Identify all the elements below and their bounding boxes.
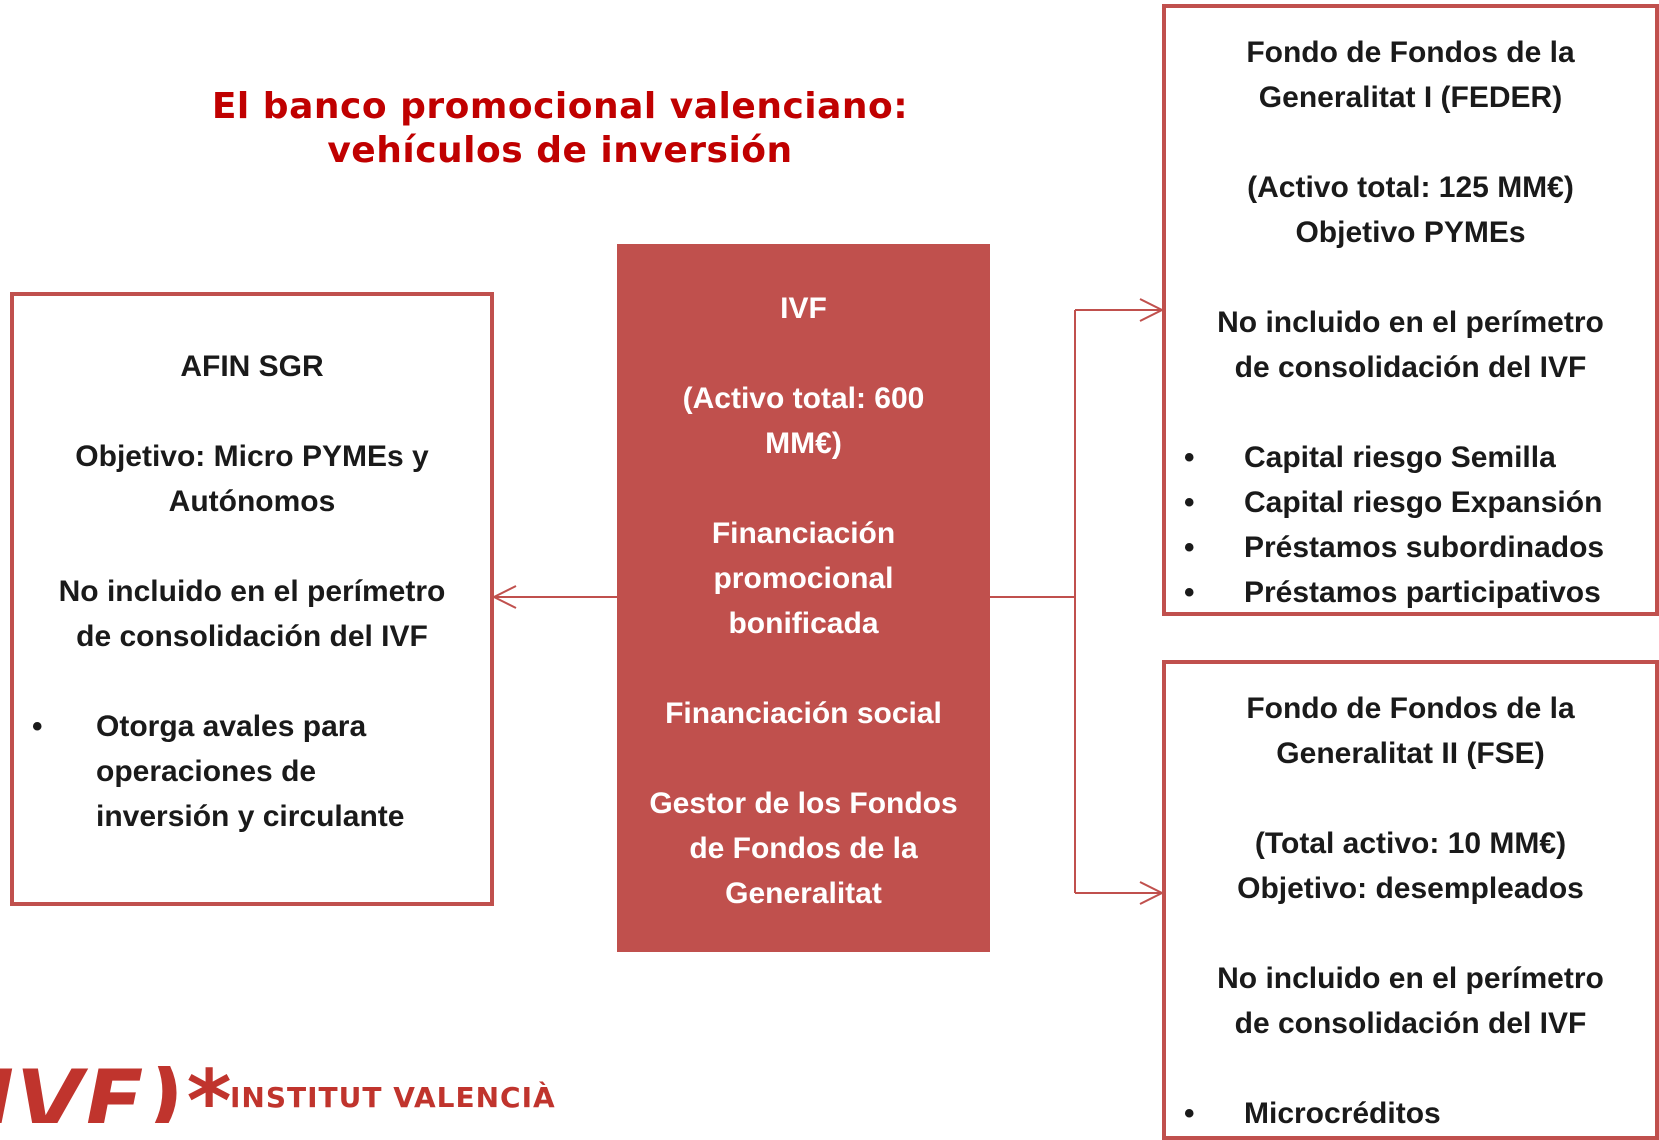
fdf1-name-line-2: Generalitat I (FEDER) xyxy=(1258,81,1563,114)
ivf-manager-line-2: de Fondos de la xyxy=(689,832,918,865)
afin-sgr-box: AFIN SGR Objetivo: Micro PYMEs y Autónom… xyxy=(10,292,494,906)
ivf-assets-line-1: (Activo total: 600 xyxy=(682,382,925,415)
logo-mark: IVF)* xyxy=(0,1065,234,1123)
ivf-manager-line-3: Generalitat xyxy=(725,877,882,910)
afin-objective-line-2: Autónomos xyxy=(168,485,336,518)
afin-bullet-line-1: Otorga avales para xyxy=(96,710,367,743)
ivf-fin-promo-line-1: Financiación xyxy=(711,517,896,550)
fdf2-perimeter-line-2: de consolidación del IVF xyxy=(1234,1007,1587,1040)
fdf2-name-line-2: Generalitat II (FSE) xyxy=(1276,737,1545,770)
fdf1-bullet-item: Capital riesgo Semilla xyxy=(1166,435,1655,480)
ivf-fin-social: Financiación social xyxy=(665,697,942,730)
arrowhead-afin xyxy=(491,585,517,609)
title-line-1: El banco promocional valenciano: xyxy=(211,86,909,127)
fdf2-perimeter-line-1: No incluido en el perímetro xyxy=(1217,962,1604,995)
fdf2-name-line-1: Fondo de Fondos de la xyxy=(1246,692,1575,725)
page-title: El banco promocional valenciano: vehícul… xyxy=(170,85,950,173)
afin-perimeter-line-2: de consolidación del IVF xyxy=(76,620,428,653)
afin-bullet-line-2: operaciones de xyxy=(96,755,317,788)
ivf-box: IVF (Activo total: 600 MM€) Financiación… xyxy=(617,244,990,952)
ivf-fin-promo-line-3: bonificada xyxy=(728,607,879,640)
fdf1-perimeter-line-1: No incluido en el perímetro xyxy=(1217,306,1604,339)
fdf1-objective: Objetivo PYMEs xyxy=(1295,216,1526,249)
afin-bullet-item: Otorga avales para operaciones de invers… xyxy=(14,704,490,839)
ivf-name: IVF xyxy=(780,292,827,325)
afin-name: AFIN SGR xyxy=(180,350,324,383)
fdf1-bullet-list: Capital riesgo Semilla Capital riesgo Ex… xyxy=(1166,435,1655,615)
fdf1-perimeter-line-2: de consolidación del IVF xyxy=(1234,351,1587,384)
fdf1-bullet-item: Préstamos participativos xyxy=(1166,570,1655,615)
ivf-manager-line-1: Gestor de los Fondos xyxy=(649,787,958,820)
logo-institute-name: INSTITUT VALENCIÀ xyxy=(230,1081,556,1114)
fondo-fondos-fse-box: Fondo de Fondos de la Generalitat II (FS… xyxy=(1162,660,1659,1140)
afin-bullet-list: Otorga avales para operaciones de invers… xyxy=(14,704,490,839)
afin-objective-line-1: Objetivo: Micro PYMEs y xyxy=(75,440,429,473)
ivf-fin-promo-line-2: promocional xyxy=(713,562,894,595)
fondo-fondos-feder-box: Fondo de Fondos de la Generalitat I (FED… xyxy=(1162,4,1659,616)
fdf1-bullet-item: Préstamos subordinados xyxy=(1166,525,1655,570)
fdf2-bullet-list: Microcréditos xyxy=(1166,1091,1655,1136)
afin-bullet-line-3: inversión y circulante xyxy=(96,800,405,833)
title-line-2: vehículos de inversión xyxy=(327,130,793,171)
afin-perimeter-line-1: No incluido en el perímetro xyxy=(58,575,446,608)
fdf1-bullet-item: Capital riesgo Expansión xyxy=(1166,480,1655,525)
fdf2-assets: (Total activo: 10 MM€) xyxy=(1254,827,1567,860)
fdf1-name-line-1: Fondo de Fondos de la xyxy=(1246,36,1575,69)
fdf1-assets: (Activo total: 125 MM€) xyxy=(1247,171,1574,204)
fdf2-objective: Objetivo: desempleados xyxy=(1237,872,1584,905)
ivf-assets-line-2: MM€) xyxy=(765,427,842,460)
ivf-logo: IVF)* INSTITUT VALENCIÀ xyxy=(0,1065,560,1123)
fdf2-bullet-item: Microcréditos xyxy=(1166,1091,1655,1136)
